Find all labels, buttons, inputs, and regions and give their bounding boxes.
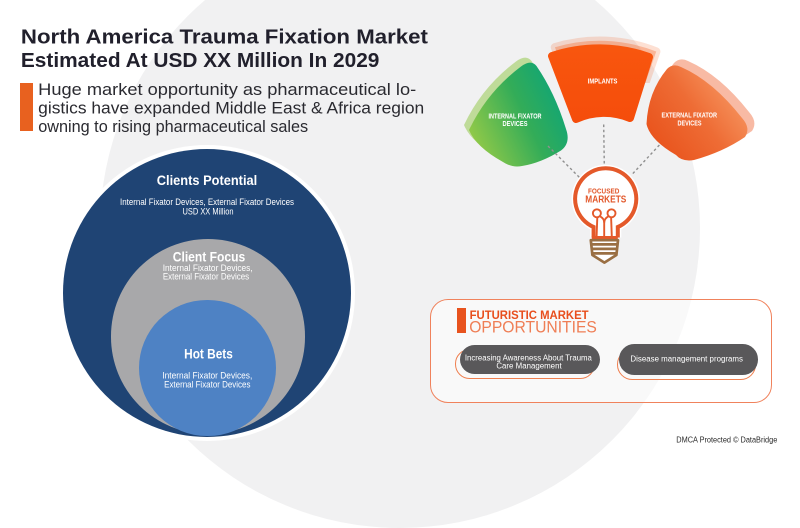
- svg-text:Disease management programs: Disease management programs: [630, 355, 743, 364]
- svg-text:External Fixator Devices: External Fixator Devices: [164, 379, 251, 389]
- svg-text:USD XX Million: USD XX Million: [183, 207, 234, 217]
- svg-text:North America Trauma Fixation: North America Trauma Fixation Market: [21, 27, 428, 49]
- svg-text:DMCA Protected © DataBridge: DMCA Protected © DataBridge: [676, 435, 777, 444]
- svg-text:Internal Fixator Devices,: Internal Fixator Devices,: [163, 263, 253, 273]
- svg-text:INTERNAL FIXATOR: INTERNAL FIXATOR: [489, 112, 542, 121]
- svg-text:Huge market opportunity as pha: Huge market opportunity as pharmaceutica…: [38, 81, 416, 99]
- svg-text:Internal Fixator Devices, Exte: Internal Fixator Devices, External Fixat…: [120, 197, 295, 207]
- svg-text:DEVICES: DEVICES: [678, 119, 702, 128]
- svg-text:MARKETS: MARKETS: [585, 195, 626, 206]
- svg-text:Client Focus: Client Focus: [173, 250, 246, 265]
- svg-text:IMPLANTS: IMPLANTS: [588, 77, 618, 86]
- svg-text:FUTURISTIC MARKET: FUTURISTIC MARKET: [470, 308, 590, 322]
- svg-text:OPPORTUNITIES: OPPORTUNITIES: [469, 317, 597, 336]
- svg-text:Clients Potential: Clients Potential: [157, 173, 257, 188]
- svg-text:Hot Bets: Hot Bets: [184, 347, 233, 362]
- svg-text:External Fixator Devices: External Fixator Devices: [163, 272, 250, 282]
- svg-text:owning to rising pharmaceutica: owning to rising pharmaceutical sales: [38, 118, 308, 136]
- svg-text:Care Management: Care Management: [496, 361, 562, 370]
- svg-text:Internal Fixator Devices,: Internal Fixator Devices,: [162, 370, 252, 380]
- svg-text:DEVICES: DEVICES: [503, 119, 528, 128]
- svg-text:Estimated At USD XX Million In: Estimated At USD XX Million In 2029: [21, 50, 380, 72]
- svg-text:Increasing Awareness About Tra: Increasing Awareness About Trauma: [465, 353, 593, 362]
- svg-text:gistics have expanded Middle E: gistics have expanded Middle East & Afri…: [38, 100, 424, 118]
- svg-text:EXTERNAL FIXATOR: EXTERNAL FIXATOR: [662, 111, 718, 120]
- svg-text:FOCUSED: FOCUSED: [588, 187, 619, 196]
